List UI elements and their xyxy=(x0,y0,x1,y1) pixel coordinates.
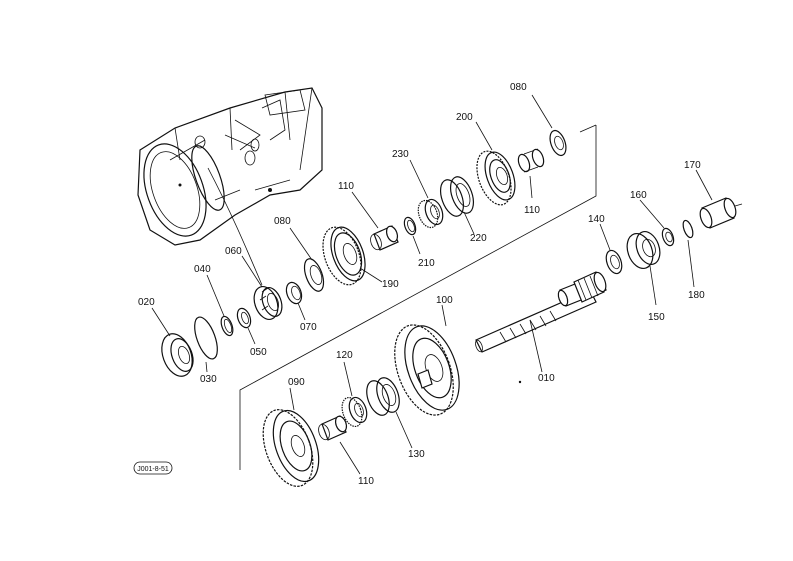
part-230-hub xyxy=(417,198,444,229)
label-040: 040 xyxy=(194,264,211,275)
part-090-gear xyxy=(262,409,320,487)
label-110-right: 110 xyxy=(524,205,540,216)
assembly-bracket-lines xyxy=(239,124,597,470)
label-120: 120 xyxy=(336,350,353,361)
part-060-ball-bearing xyxy=(253,285,283,321)
part-070-collar xyxy=(285,281,303,305)
leader-lines xyxy=(151,94,713,475)
part-160-shim xyxy=(661,227,675,247)
part-labels: 020 030 040 050 060 070 080 080 090 100 … xyxy=(138,82,705,487)
part-120-hub xyxy=(341,396,368,428)
part-100-gear xyxy=(394,324,460,416)
label-010: 010 xyxy=(538,373,555,384)
label-210: 210 xyxy=(418,258,435,269)
part-110-needle-bearing-upper-right xyxy=(517,148,545,173)
label-230: 230 xyxy=(392,149,409,160)
label-030: 030 xyxy=(200,374,217,385)
label-220: 220 xyxy=(470,233,487,244)
part-150-ball-bearing xyxy=(626,230,661,270)
label-090: 090 xyxy=(288,377,305,388)
label-080-right: 080 xyxy=(510,82,527,93)
part-110-needle-bearing-upper xyxy=(370,225,399,251)
reference-code-badge: J001-8-51 xyxy=(133,461,173,475)
label-180: 180 xyxy=(688,290,705,301)
part-010-main-shaft xyxy=(475,271,607,384)
label-050: 050 xyxy=(250,347,267,358)
label-170: 170 xyxy=(684,160,701,171)
part-220-bearing-sleeve xyxy=(439,176,475,217)
label-020: 020 xyxy=(138,297,155,308)
label-110-lower: 110 xyxy=(358,476,374,487)
label-060: 060 xyxy=(225,246,242,257)
label-070: 070 xyxy=(300,322,317,333)
part-110-needle-bearing-lower xyxy=(318,415,348,441)
part-180-snap-ring xyxy=(682,219,694,239)
part-030-o-ring xyxy=(194,316,218,360)
part-080-washer-upper-right xyxy=(549,129,567,157)
label-110-upper: 110 xyxy=(338,181,354,192)
part-080-thrust-washer xyxy=(303,258,325,292)
part-020-bearing-retainer xyxy=(161,333,194,377)
label-200: 200 xyxy=(456,112,473,123)
label-160: 160 xyxy=(630,190,647,201)
label-190: 190 xyxy=(382,279,399,290)
label-100: 100 xyxy=(436,295,453,306)
label-150: 150 xyxy=(648,312,665,323)
part-040-snap-ring xyxy=(220,315,234,337)
label-140: 140 xyxy=(588,214,605,225)
part-050-shim xyxy=(236,307,252,329)
transmission-housing xyxy=(137,87,323,246)
label-080-upper: 080 xyxy=(274,216,291,227)
part-210-snap-ring xyxy=(403,216,417,236)
part-140-washer xyxy=(605,249,623,275)
part-130-bearing-sleeve xyxy=(366,377,400,416)
label-130: 130 xyxy=(408,449,425,460)
reference-code: J001-8-51 xyxy=(137,466,169,473)
part-170-needle-bearing xyxy=(699,197,743,229)
part-190-gear xyxy=(322,226,366,286)
part-200-gear xyxy=(476,150,516,206)
